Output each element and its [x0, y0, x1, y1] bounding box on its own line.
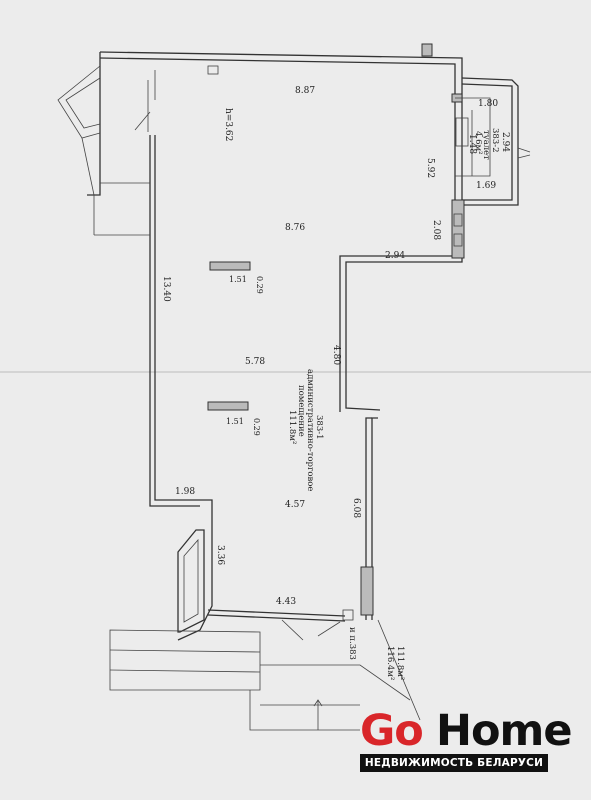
entrance	[109, 609, 421, 731]
dim-wc-inner: 1.48	[467, 134, 477, 154]
dim-mid-width: 5.78	[245, 357, 265, 367]
main-room-name-line1: административно-торговое	[305, 369, 315, 491]
wc-room-name: туалет	[481, 130, 491, 160]
column-2	[207, 401, 249, 411]
dim-entrance-width: 4.43	[276, 597, 296, 607]
bay-window-lower	[177, 529, 205, 633]
dim-bay-height: 3.36	[215, 545, 225, 565]
dim-left-length: 13.40	[161, 276, 171, 302]
outer-walls	[87, 51, 463, 641]
main-room-number: 383-1	[314, 415, 324, 440]
ceiling-height: h=3.62	[223, 108, 233, 141]
dim-column1-w: 1.51	[229, 275, 247, 284]
wc-room-number: 383-2	[490, 128, 500, 153]
dim-upper-right-height: 5.92	[425, 158, 435, 178]
gohome-logo: Go Home НЕДВИЖИМОСТЬ БЕЛАРУСИ	[360, 706, 572, 774]
main-room-name-line2: помещение	[296, 385, 306, 437]
main-room-area: 111.8м²	[287, 410, 297, 444]
column-1	[209, 261, 251, 271]
brand-go-text: Go	[360, 706, 424, 756]
wc-room-area: 4.6м²	[473, 131, 483, 155]
dim-wc-height: 2.94	[500, 132, 510, 152]
dim-lower-width: 4.57	[285, 500, 305, 510]
dim-hall-width: 8.76	[285, 223, 305, 233]
dim-right-step-height: 4.80	[331, 345, 341, 365]
bay-window-top	[57, 65, 156, 236]
entrance-name: и п.383	[347, 627, 357, 660]
dim-step-depth: 2.08	[431, 220, 441, 240]
dim-top-width: 8.87	[295, 86, 315, 96]
columns	[207, 261, 251, 411]
brand-home-text: Home	[436, 706, 572, 756]
dim-right-lower-height: 6.08	[351, 498, 361, 518]
entrance-area1: 111.8м²	[395, 646, 405, 680]
dim-bay-width: 1.98	[175, 487, 195, 497]
dim-column1-d: 0.29	[255, 276, 264, 294]
entrance-area2: 116.4м²	[385, 646, 395, 680]
dim-wc-width-top: 1.80	[478, 99, 498, 109]
dim-step-width: 2.94	[385, 251, 405, 261]
dim-wc-width-bottom: 1.69	[476, 181, 496, 191]
dim-column2-w: 1.51	[226, 417, 244, 426]
wc-room	[207, 43, 531, 259]
wall-pier	[360, 566, 374, 616]
dim-column2-d: 0.29	[252, 418, 261, 436]
brand-tagline: НЕДВИЖИМОСТЬ БЕЛАРУСИ	[360, 754, 548, 772]
